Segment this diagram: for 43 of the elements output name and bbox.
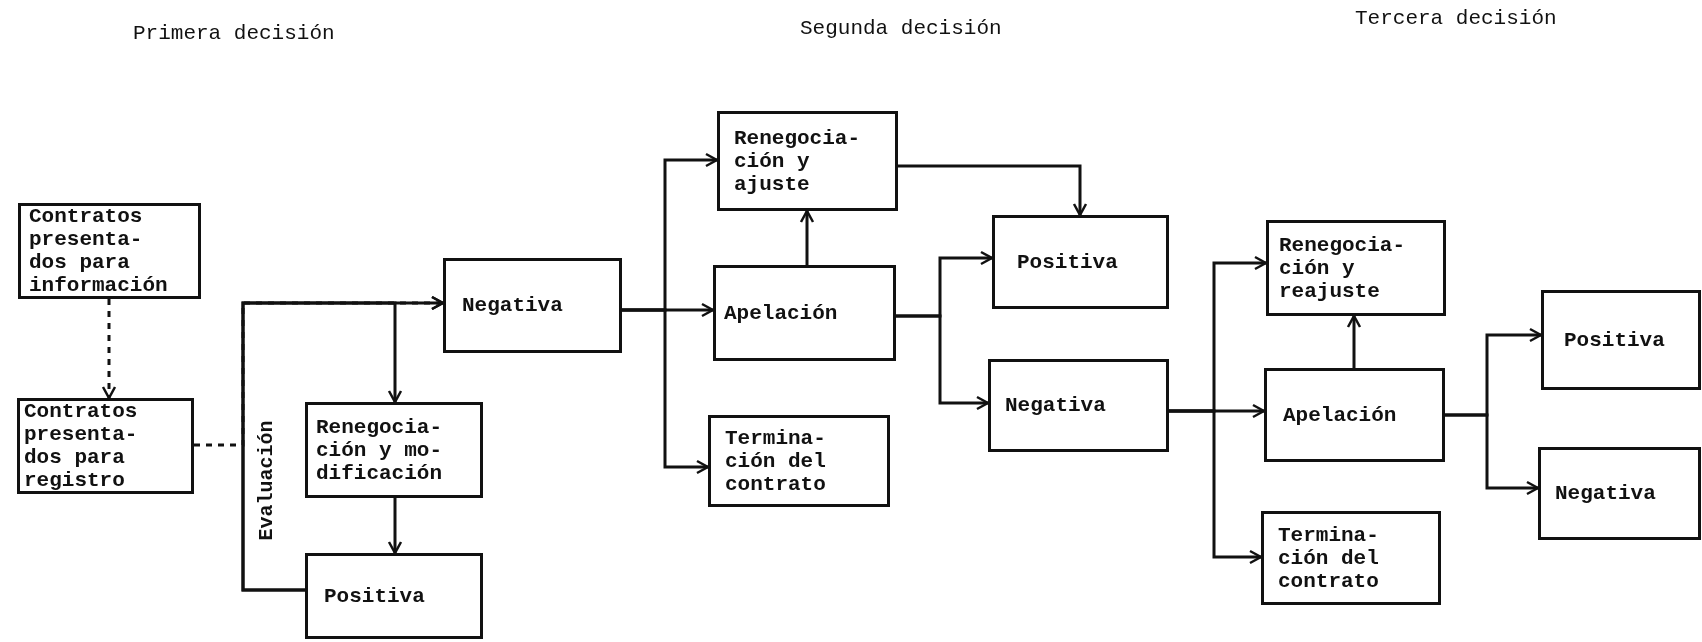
column-heading: Segunda decisión xyxy=(800,17,1002,40)
process-box xyxy=(988,359,1169,452)
process-box xyxy=(17,398,194,494)
arrow xyxy=(387,498,403,555)
column-heading: Tercera decisión xyxy=(1355,7,1557,30)
arrow xyxy=(896,314,990,411)
process-box xyxy=(18,203,201,299)
process-box xyxy=(713,265,896,361)
box-label: Termina- ción del contrato xyxy=(1278,523,1379,593)
arrow xyxy=(622,308,710,475)
arrow xyxy=(1445,413,1540,496)
box-label: Positiva xyxy=(1564,328,1666,352)
box-label: Apelación xyxy=(1283,403,1398,427)
box-label: Renegocia- ción y ajuste xyxy=(734,126,860,196)
process-box xyxy=(305,402,483,498)
process-box xyxy=(1261,511,1441,605)
box-label: Renegocia- ción y mo- dificación xyxy=(316,415,442,485)
arrow xyxy=(1346,314,1362,368)
process-box xyxy=(1541,290,1701,390)
arrow xyxy=(799,209,815,265)
process-box xyxy=(992,215,1169,309)
process-box xyxy=(305,553,483,639)
process-box xyxy=(1538,447,1701,540)
arrow xyxy=(898,164,1088,217)
process-box xyxy=(708,415,890,507)
column-heading: Primera decisión xyxy=(133,22,335,45)
box-label: Positiva xyxy=(324,584,426,608)
box-label: Termina- ción del contrato xyxy=(725,426,826,496)
box-label: Negativa xyxy=(462,294,564,317)
box-label: Contratos presenta- dos para registro xyxy=(24,400,139,492)
box-label: Contratos presenta- dos para información xyxy=(29,205,168,297)
box-label: Negativa xyxy=(1555,482,1657,505)
box-label: Apelación xyxy=(724,301,839,325)
process-box xyxy=(443,258,622,353)
dashed-arrow xyxy=(101,299,117,400)
box-label: Negativa xyxy=(1005,394,1107,417)
arrow xyxy=(241,301,403,592)
process-box xyxy=(717,111,898,211)
box-label: Positiva xyxy=(1017,250,1119,274)
arrow xyxy=(1169,409,1263,565)
process-box xyxy=(1264,368,1445,462)
box-label: Renegocia- ción y reajuste xyxy=(1279,233,1405,303)
process-box xyxy=(1266,220,1446,316)
